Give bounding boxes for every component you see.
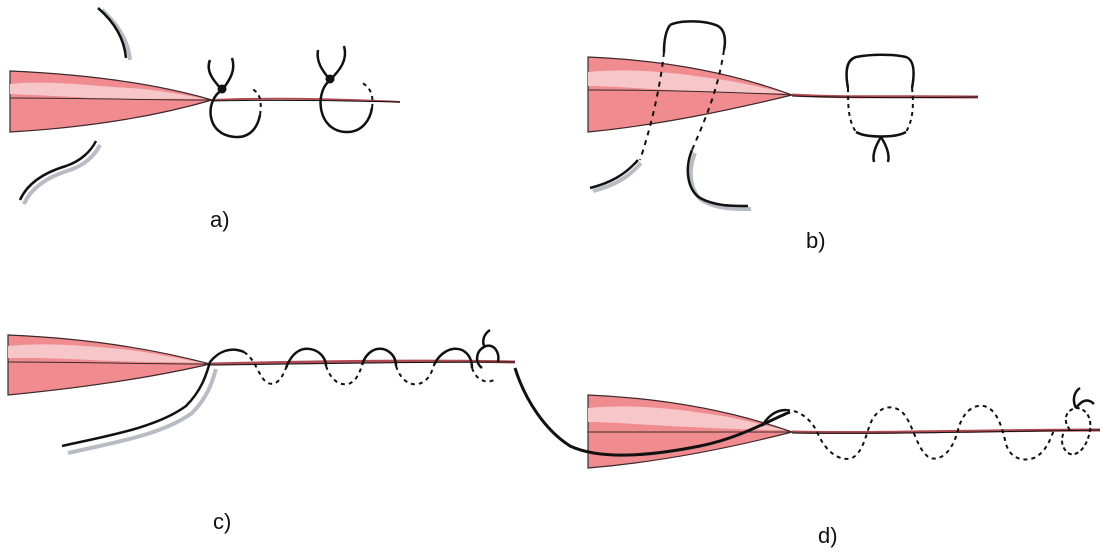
- suture-tail-c: [67, 368, 218, 455]
- panel-d: [513, 367, 1101, 469]
- panel-c: [7, 328, 516, 455]
- vertical-mattress-stitch-b: [589, 20, 752, 211]
- subcuticular-stitch-d: [760, 386, 1095, 461]
- interrupted-stitch-2-a: [316, 45, 374, 134]
- panel-label-b: b): [806, 228, 826, 253]
- tissue-wedge-b: [587, 56, 795, 133]
- wound-line-a: [211, 97, 401, 103]
- suture-end-lower-a: [22, 144, 102, 205]
- suture-connector-d: [513, 367, 791, 457]
- horizontal-mattress-stitch-b: [845, 53, 915, 163]
- panel-a: [9, 7, 401, 205]
- interrupted-stitch-1-a: [207, 57, 262, 139]
- wound-line-b: [791, 93, 979, 99]
- tissue-wedge-d: [587, 394, 795, 469]
- tissue-wedge-c: [7, 334, 211, 396]
- running-stitch-c: [209, 328, 500, 386]
- panel-label-c: c): [213, 509, 232, 534]
- tissue-wedge-a: [9, 70, 215, 133]
- panel-label-a: a): [210, 207, 230, 232]
- wound-line-d: [791, 428, 1101, 435]
- panel-b: [587, 20, 979, 211]
- panel-label-d: d): [818, 523, 838, 548]
